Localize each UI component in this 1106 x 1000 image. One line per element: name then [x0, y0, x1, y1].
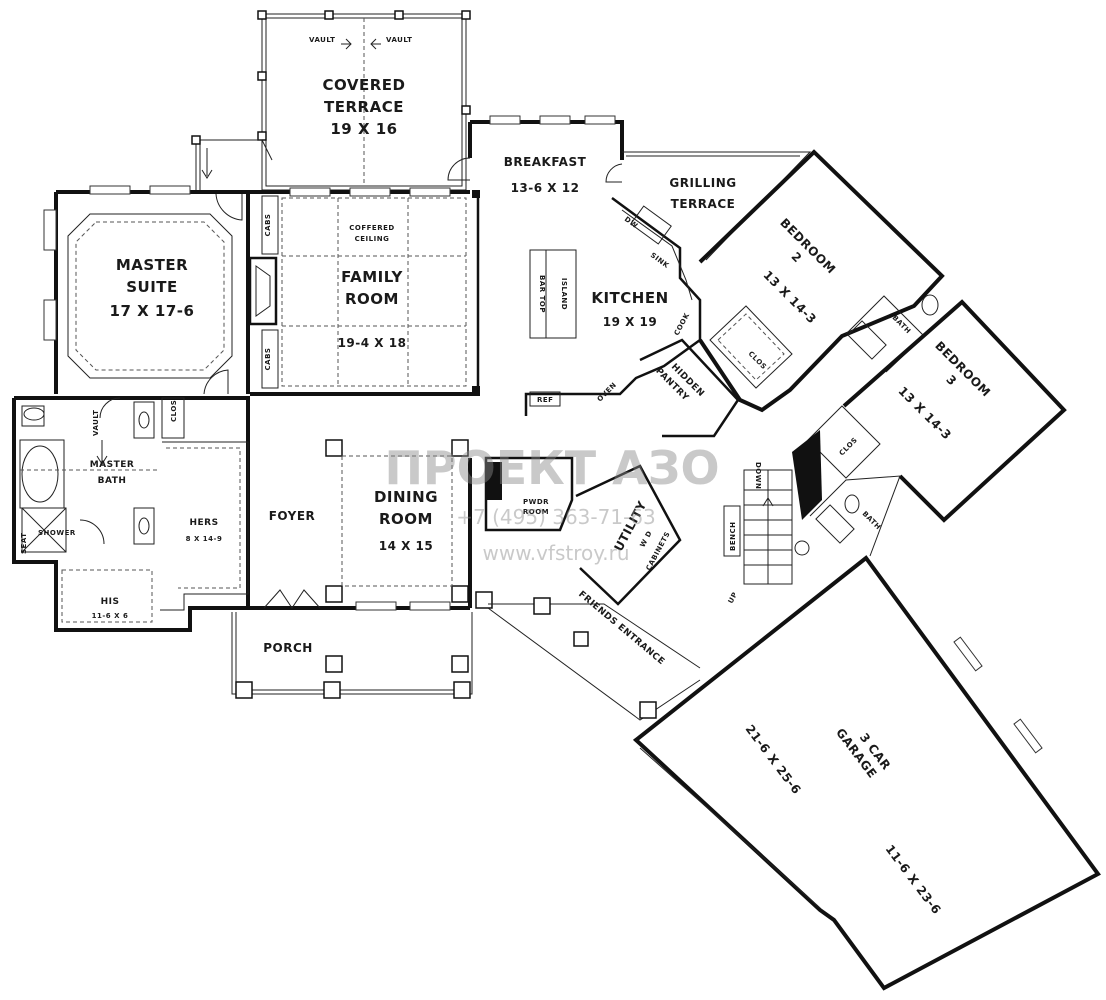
grilling-terrace-name2: TERRACE: [671, 197, 736, 211]
family-room-dim: 19-4 X 18: [338, 336, 407, 350]
coffered-ceiling-2: CEILING: [355, 235, 390, 243]
foyer-dining: FOYER DINING ROOM 14 X 15: [248, 439, 472, 611]
pwdr-name1: PWDR: [523, 498, 549, 506]
cabs-top-label: CABS: [264, 214, 272, 237]
friends-entrance: FRIENDS ENTRANCE: [487, 590, 701, 721]
bedroom2-dim: 13 X 14-3: [761, 268, 820, 327]
master-suite-name1: MASTER: [116, 256, 188, 274]
hers-name: HERS: [189, 518, 218, 528]
master-bath: VAULT MASTER BATH SEAT SHOWER CLOS HERS …: [12, 396, 250, 632]
dining-dim: 14 X 15: [379, 539, 434, 553]
kitchen-name: KITCHEN: [591, 289, 668, 307]
clos-bed3: CLOS: [838, 436, 859, 457]
vault-label-left: VAULT: [309, 36, 335, 44]
bedroom3-name2: 3: [943, 372, 959, 388]
covered-terrace-dim: 19 X 16: [330, 120, 397, 138]
bedroom3-dim: 13 X 14-3: [896, 384, 955, 443]
breakfast-name: BREAKFAST: [504, 155, 587, 169]
down-label: DOWN: [754, 462, 762, 489]
porch-label: PORCH: [263, 641, 313, 655]
bedroom-2: BEDROOM 2 13 X 14-3 CLOS BATH: [698, 149, 945, 413]
garage-dim1: 21-6 X 25-6: [743, 722, 804, 797]
master-suite-dim: 17 X 17-6: [110, 302, 195, 320]
ref-label: REF: [537, 396, 553, 404]
grilling-terrace-name1: GRILLING: [669, 176, 736, 190]
master-bath-shower: SHOWER: [38, 529, 76, 537]
watermark-logo: ПРОЕКТ АЗО: [384, 441, 719, 495]
master-bath-name2: BATH: [98, 476, 127, 486]
breakfast-kitchen: BREAKFAST 13-6 X 12 DW SINK COOK REF OVE…: [447, 115, 702, 416]
master-bath-seat: SEAT: [20, 533, 28, 554]
his-name: HIS: [101, 597, 120, 607]
stairs: DOWN UP BENCH: [723, 462, 810, 605]
bench-label: BENCH: [729, 522, 737, 551]
coffered-ceiling-1: COFFERED: [349, 224, 394, 232]
clos-bed2: CLOS: [747, 350, 768, 371]
bedroom3-name1: BEDROOM: [932, 339, 993, 400]
covered-terrace-name1: COVERED: [323, 76, 406, 94]
bedroom2-name2: 2: [788, 249, 804, 265]
master-bath-name1: MASTER: [90, 460, 135, 470]
covered-terrace: VAULT VAULT COVERED TERRACE 19 X 16: [191, 10, 471, 191]
his-dim: 11-6 X 6: [92, 612, 129, 620]
garage-dim2: 11-6 X 23-6: [883, 842, 944, 917]
island-label: ISLAND: [560, 278, 568, 310]
utility-sub: W D: [639, 529, 654, 548]
watermark-url: www.vfstroy.ru: [483, 541, 630, 565]
bedroom-3: BEDROOM 3 13 X 14-3 CLOS BATH: [792, 299, 1067, 557]
main-walls: [43, 185, 480, 396]
porch: PORCH: [231, 591, 493, 699]
master-bath-vault: VAULT: [92, 410, 100, 436]
watermark-phone: +7 (495) 363-71-63: [456, 505, 655, 529]
bath-bed2: BATH: [891, 314, 913, 336]
master-bath-clos: CLOS: [170, 400, 178, 422]
watermark: ПРОЕКТ АЗО +7 (495) 363-71-63 www.vfstro…: [384, 441, 719, 565]
garage: 3 CAR GARAGE 21-6 X 25-6 11-6 X 23-6: [632, 555, 1101, 991]
master-suite: MASTER SUITE 17 X 17-6: [110, 256, 195, 320]
bath-bed3: BATH: [861, 510, 883, 532]
cook-label: COOK: [673, 312, 692, 337]
vault-label-right: VAULT: [386, 36, 412, 44]
oven-label: OVEN: [596, 381, 619, 404]
family-room-name2: ROOM: [345, 290, 399, 308]
sink-label: SINK: [649, 251, 671, 270]
cabs-bottom-label: CABS: [264, 348, 272, 371]
covered-terrace-name2: TERRACE: [324, 98, 404, 116]
hers-dim: 8 X 14-9: [186, 535, 223, 543]
family-room: CABS CABS COFFERED CEILING FAMILY ROOM 1…: [248, 187, 467, 389]
dining-name1: DINING: [374, 488, 438, 506]
master-suite-name2: SUITE: [126, 278, 178, 296]
bedroom2-name1: BEDROOM: [777, 216, 838, 277]
dining-name2: ROOM: [379, 510, 433, 528]
bar-top-label: BAR TOP: [538, 275, 546, 313]
foyer-label: FOYER: [269, 509, 316, 523]
family-room-name1: FAMILY: [341, 268, 403, 286]
kitchen-dim: 19 X 19: [603, 315, 658, 329]
grilling-terrace: GRILLING TERRACE: [622, 151, 812, 261]
breakfast-dim: 13-6 X 12: [511, 181, 580, 195]
pwdr-name2: ROOM: [523, 508, 549, 516]
up-label: UP: [727, 591, 740, 605]
